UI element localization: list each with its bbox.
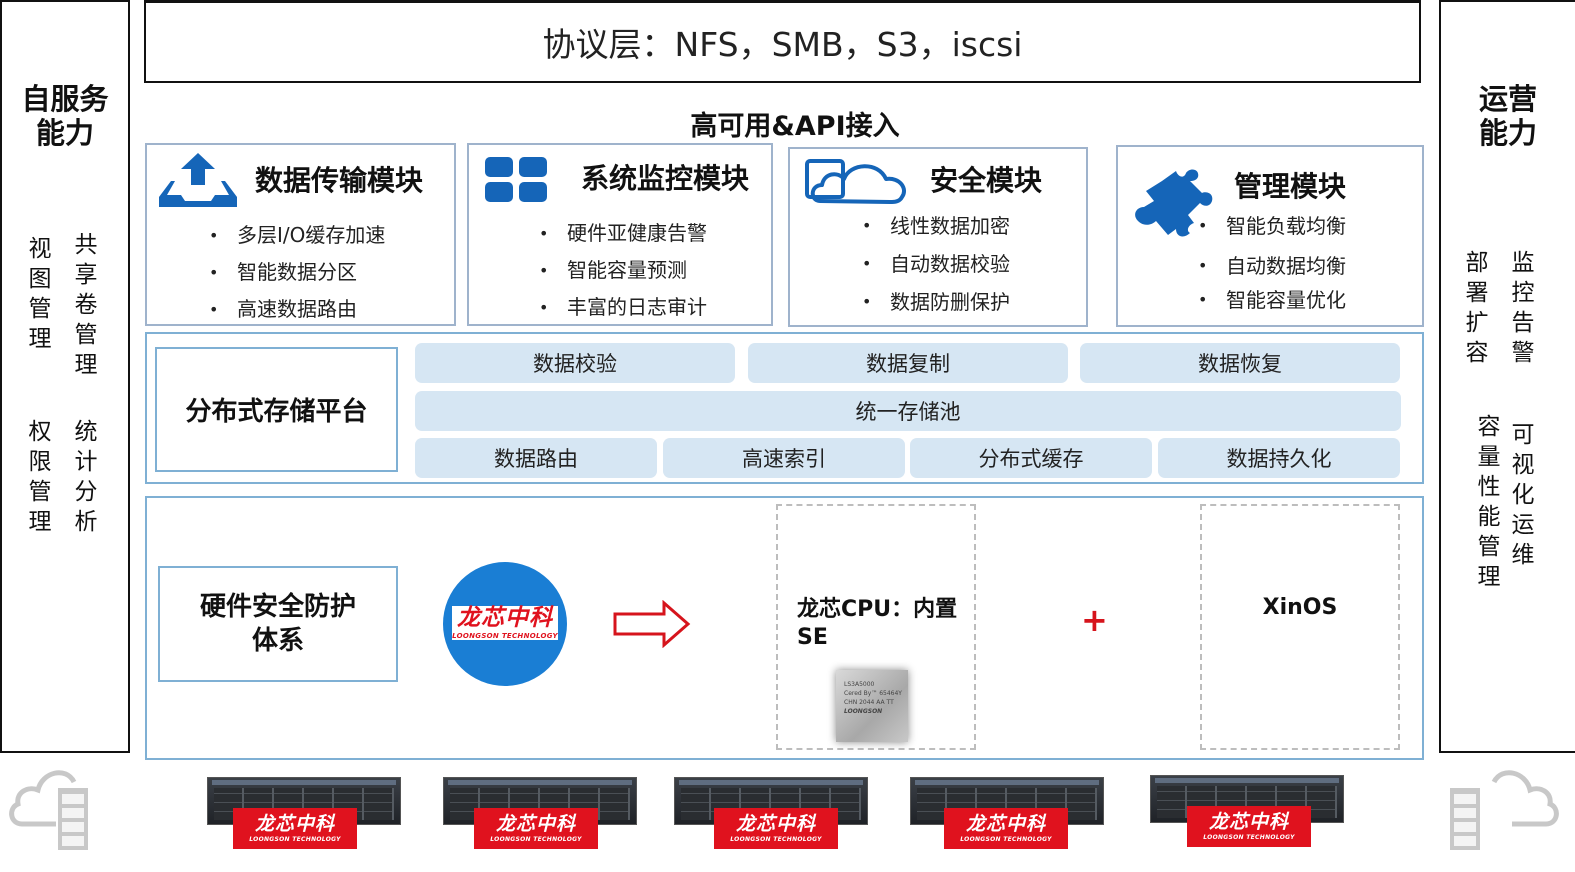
module-feature-list: 线性数据加密 自动数据校验 数据防删保护 <box>862 207 1010 321</box>
feature-item: 自动数据均衡 <box>1198 251 1346 281</box>
feature-item: 智能容量优化 <box>1198 285 1346 315</box>
chip-data-routing: 数据路由 <box>415 438 657 478</box>
loongson-logo: 龙芯中科 LOONGSON TECHNOLOGY <box>452 604 558 640</box>
operations-title: 运营 能力 <box>1478 82 1537 150</box>
module-feature-list: 硬件亚健康告警 智能容量预测 丰富的日志审计 <box>539 215 707 326</box>
plus-icon: + <box>1081 601 1108 639</box>
monitor-alert: 监控告警 <box>1511 250 1535 366</box>
chip-data-replicate: 数据复制 <box>748 343 1068 383</box>
server-brand-5: 龙芯中科 LOONGSON TECHNOLOGY <box>1187 806 1311 847</box>
module-title: 系统监控模块 <box>581 162 750 195</box>
chip-data-recover: 数据恢复 <box>1080 343 1400 383</box>
module-feature-list: 多层I/O缓存加速 智能数据分区 高速数据路由 <box>209 217 385 328</box>
chip-fast-index: 高速索引 <box>663 438 905 478</box>
feature-item: 智能负载均衡 <box>1198 211 1346 241</box>
chip-distributed-cache: 分布式缓存 <box>910 438 1152 478</box>
protocol-layer: 协议层：NFS，SMB，S3，iscsi <box>144 0 1421 83</box>
module-system-monitor: 系统监控模块 硬件亚健康告警 智能容量预测 丰富的日志审计 <box>467 143 773 326</box>
cpu-box <box>776 504 976 750</box>
ha-api-title: 高可用&API接入 <box>690 111 900 142</box>
deploy-scale: 部署扩容 <box>1465 250 1489 366</box>
module-security: 安全模块 线性数据加密 自动数据校验 数据防删保护 <box>788 147 1088 327</box>
feature-item: 自动数据校验 <box>862 245 1010 283</box>
module-feature-list: 智能负载均衡 自动数据均衡 智能容量优化 <box>1198 211 1346 315</box>
hardware-frame <box>145 496 1424 760</box>
hardware-security-label: 硬件安全防护 体系 <box>158 566 398 682</box>
grid-four-icon <box>485 157 547 202</box>
cpu-text: 龙芯CPU：内置 SE <box>797 597 958 650</box>
device-cloud-icon <box>805 159 906 204</box>
permission-management: 权限管理 <box>28 419 52 535</box>
server-brand-2: 龙芯中科 LOONGSON TECHNOLOGY <box>474 808 598 849</box>
upload-tray-icon <box>159 153 237 207</box>
puzzle-piece-icon <box>1135 169 1213 237</box>
feature-item: 丰富的日志审计 <box>539 289 707 326</box>
feature-item: 智能数据分区 <box>209 254 385 291</box>
feature-item: 多层I/O缓存加速 <box>209 217 385 254</box>
feature-item: 高速数据路由 <box>209 291 385 328</box>
cpu-chip-image: LS3A5000 Cered By™ 65464Y CHN 2044 AA TT… <box>836 670 908 742</box>
shared-volume-management: 共享卷管理 <box>74 232 98 378</box>
operations-panel: 运营 能力 部署扩容 监控告警 容量性能管理 可视化运维 <box>1439 0 1575 753</box>
server-brand-1: 龙芯中科 LOONGSON TECHNOLOGY <box>233 808 357 849</box>
server-brand-3: 龙芯中科 LOONGSON TECHNOLOGY <box>714 808 838 849</box>
loongson-logo-circle: 龙芯中科 LOONGSON TECHNOLOGY <box>443 562 567 686</box>
cloud-server-icon-right <box>1450 770 1559 850</box>
self-service-title: 自服务 能力 <box>21 82 109 150</box>
right-arrow-icon <box>613 600 691 648</box>
chip-data-verify: 数据校验 <box>415 343 735 383</box>
os-text: XinOS <box>1262 595 1338 620</box>
module-title: 安全模块 <box>930 164 1043 197</box>
feature-item: 数据防删保护 <box>862 283 1010 321</box>
module-management: 管理模块 智能负载均衡 自动数据均衡 智能容量优化 <box>1116 145 1424 327</box>
chip-unified-pool: 统一存储池 <box>415 391 1401 431</box>
chip-data-persistence: 数据持久化 <box>1158 438 1400 478</box>
statistics-analysis: 统计分析 <box>74 419 98 535</box>
server-brand-4: 龙芯中科 LOONGSON TECHNOLOGY <box>944 808 1068 849</box>
os-box <box>1200 504 1400 750</box>
server-rack-1 <box>207 777 401 825</box>
feature-item: 智能容量预测 <box>539 252 707 289</box>
visual-operations: 可视化运维 <box>1511 422 1535 568</box>
capacity-performance-management: 容量性能管理 <box>1477 414 1501 590</box>
view-management: 视图管理 <box>28 236 52 352</box>
cloud-server-icon-left <box>9 770 88 850</box>
module-title: 管理模块 <box>1234 170 1347 203</box>
module-title: 数据传输模块 <box>255 164 424 197</box>
feature-item: 硬件亚健康告警 <box>539 215 707 252</box>
storage-platform-label: 分布式存储平台 <box>155 347 398 472</box>
module-data-transfer: 数据传输模块 多层I/O缓存加速 智能数据分区 高速数据路由 <box>145 143 456 328</box>
feature-item: 线性数据加密 <box>862 207 1010 245</box>
self-service-panel: 自服务 能力 视图管理 共享卷管理 权限管理 统计分析 <box>0 0 130 753</box>
